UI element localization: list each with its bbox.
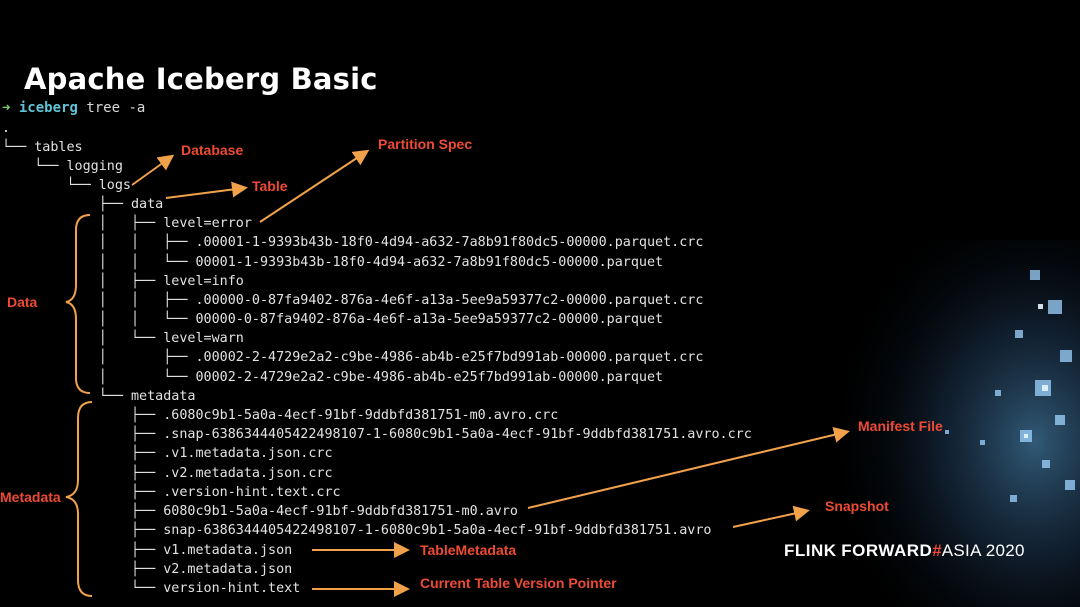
tree-line: │ │ ├── .00001-1-9393b43b-18f0-4d94-a632… [2, 235, 704, 250]
tree-line: ├── .v1.metadata.json.crc [2, 446, 333, 461]
label-data: Data [7, 294, 38, 310]
label-table: Table [252, 178, 288, 194]
tree-line: │ ├── .00002-2-4729e2a2-c9be-4986-ab4b-e… [2, 350, 704, 365]
prompt-command: tree -a [86, 100, 146, 116]
tree-line: ├── 6080c9b1-5a0a-4ecf-91bf-9ddbfd381751… [2, 504, 518, 519]
slide-title: Apache Iceberg Basic [24, 62, 378, 96]
tree-line: ├── data [2, 197, 164, 212]
label-metadata: Metadata [0, 489, 61, 505]
tree-line: └── logs [2, 178, 131, 193]
prompt-arrow-icon: ➜ [2, 100, 11, 116]
tree-line: ├── .6080c9b1-5a0a-4ecf-91bf-9ddbfd38175… [2, 408, 559, 423]
table-arrow [165, 181, 248, 199]
tree-line: │ │ └── 00001-1-9393b43b-18f0-4d94-a632-… [2, 255, 664, 270]
tree-line: ├── v2.metadata.json [2, 562, 293, 577]
terminal-prompt: ➜ iceberg tree -a [2, 100, 145, 116]
tree-line: ├── .v2.metadata.json.crc [2, 466, 333, 481]
label-database: Database [181, 142, 244, 158]
label-current-version-pointer: Current Table Version Pointer [420, 575, 617, 591]
tree-line: │ │ ├── .00000-0-87fa9402-876a-4e6f-a13a… [2, 293, 704, 308]
tree-line: . [2, 121, 11, 136]
database-arrow [131, 154, 175, 186]
label-snapshot: Snapshot [825, 498, 889, 514]
tree-line: │ ├── level=info [2, 274, 244, 289]
tree-line: │ ├── level=error [2, 216, 252, 231]
tree-line: ├── snap-6386344405422498107-1-6080c9b1-… [2, 523, 712, 538]
tree-line: ├── .snap-6386344405422498107-1-6080c9b1… [2, 427, 752, 442]
tree-line: │ │ └── 00000-0-87fa9402-876a-4e6f-a13a-… [2, 312, 664, 327]
tree-line: │ └── level=warn [2, 331, 244, 346]
tree-line: └── tables [2, 140, 83, 155]
label-table-metadata: TableMetadata [420, 542, 517, 558]
label-manifest-file: Manifest File [858, 418, 943, 434]
prompt-directory: iceberg [18, 100, 78, 116]
tree-line: └── logging [2, 159, 123, 174]
label-partition-spec: Partition Spec [378, 136, 473, 152]
tree-line: ├── v1.metadata.json [2, 543, 293, 558]
tree-line: ├── .version-hint.text.crc [2, 485, 341, 500]
tree-line: └── version-hint.text [2, 581, 301, 596]
tree-line: │ └── 00002-2-4729e2a2-c9be-4986-ab4b-e2… [2, 370, 664, 385]
tree-line: └── metadata [2, 389, 196, 404]
background-cubes-art [780, 240, 1080, 607]
event-brand-logo: FLINK FORWARD#ASIA 2020 [784, 541, 1025, 560]
